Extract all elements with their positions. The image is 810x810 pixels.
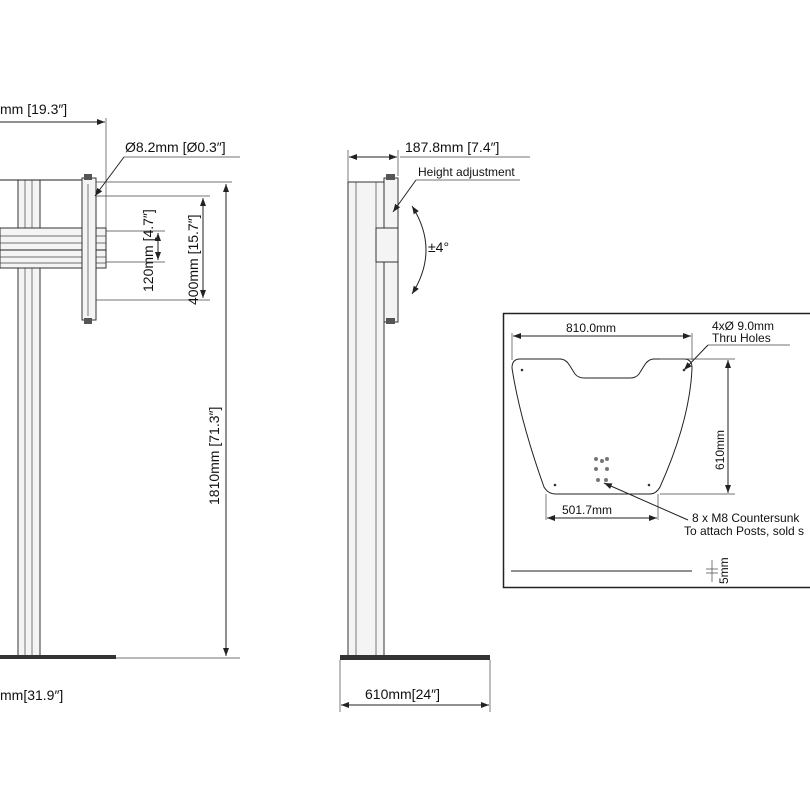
plate-depth-label: 610mm xyxy=(713,430,727,470)
front-base-width-label: mm[31.9″] xyxy=(0,687,63,703)
tilt-arc xyxy=(411,205,427,295)
vesa-400-label: 400mm [15.7″] xyxy=(185,214,201,305)
base-plate-detail: 810.0mm 4xØ 9.0mm Thru Holes 610mm 501.7… xyxy=(502,312,810,589)
vesa-120-label: 120mm [4.7″] xyxy=(140,209,156,292)
side-base xyxy=(340,655,490,660)
front-view: mm [19.3″] Ø8.2mm [Ø0.3″] xyxy=(0,101,240,703)
side-base-depth-label: 610mm[24″] xyxy=(365,686,440,702)
side-post xyxy=(347,181,385,659)
plate-outline xyxy=(511,358,693,495)
front-base xyxy=(0,655,116,659)
plate-width-label: 810.0mm xyxy=(566,321,616,335)
countersunk-label-2: To attach Posts, sold s xyxy=(684,524,804,538)
countersunk-holes xyxy=(594,457,609,482)
side-bracket xyxy=(375,174,399,324)
side-depth-label: 187.8mm [7.4″] xyxy=(405,139,499,155)
total-height-label: 1810mm [71.3″] xyxy=(206,407,222,505)
hole-diameter-label: Ø8.2mm [Ø0.3″] xyxy=(125,139,226,155)
plate-thickness-label: 5mm xyxy=(717,557,731,584)
side-view: 187.8mm [7.4″] Height adjustment ±4° 610… xyxy=(339,139,530,712)
vesa-bracket xyxy=(81,174,97,324)
countersunk-label-1: 8 x M8 Countersunk xyxy=(692,511,800,525)
thru-holes-label-1: 4xØ 9.0mm xyxy=(712,319,774,333)
plate-bottom-width-label: 501.7mm xyxy=(562,503,612,517)
tilt-label: ±4° xyxy=(428,239,449,255)
thru-holes-label-2: Thru Holes xyxy=(712,331,771,345)
front-width-label: mm [19.3″] xyxy=(0,101,67,117)
height-adjustment-label: Height adjustment xyxy=(418,165,515,179)
plate-holes xyxy=(520,368,686,487)
